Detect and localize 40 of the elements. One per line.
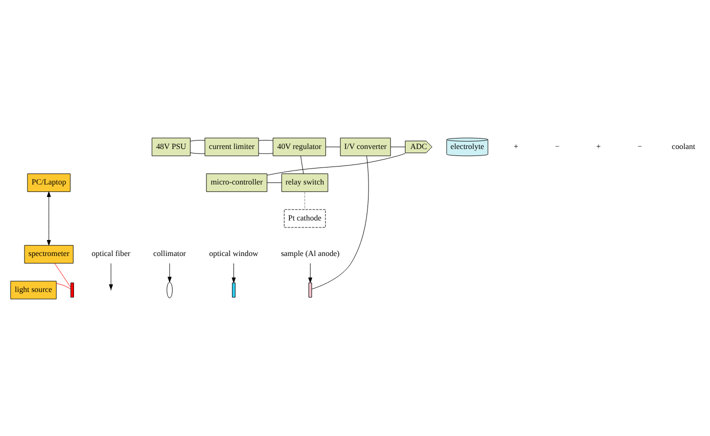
connector [258,152,274,154]
connector [312,155,369,289]
node-bar [70,282,74,298]
node-text: collimator [153,248,186,258]
node-text: sample (Al anode) [280,248,340,258]
connector [326,146,340,147]
label: coolant [672,141,696,150]
label: − [555,141,560,150]
node-box: Pt cathode [284,208,326,228]
node-box: 40V regulator [272,137,326,156]
node-text: optical fiber [92,248,130,258]
node-box: spectrometer [24,244,74,263]
arrow [46,190,51,245]
label: + [514,141,518,150]
node-text: optical window [209,248,258,258]
node-box: current limiter [204,137,259,156]
arrow [232,262,236,282]
node-box: light source [10,280,57,299]
node-box: micro-controller [206,173,268,192]
connector [390,146,406,147]
arrow [168,262,172,282]
connector [266,152,406,175]
label: + [596,141,601,150]
connector [54,262,71,287]
node-lens [166,281,173,298]
node-bar [232,282,236,298]
arrow [109,262,113,290]
label: − [638,141,642,150]
node-bar [308,282,312,298]
node-box: 48V PSU [152,137,190,156]
connector [190,139,206,141]
connector [258,139,274,140]
connector [300,155,304,174]
node-box: PC/Laptop [27,173,70,192]
node-box: I/V converter [340,137,391,156]
arrow [308,262,312,282]
connector [56,282,71,289]
node-box: relay switch [281,173,328,192]
connector [190,152,206,154]
connector [304,191,306,210]
